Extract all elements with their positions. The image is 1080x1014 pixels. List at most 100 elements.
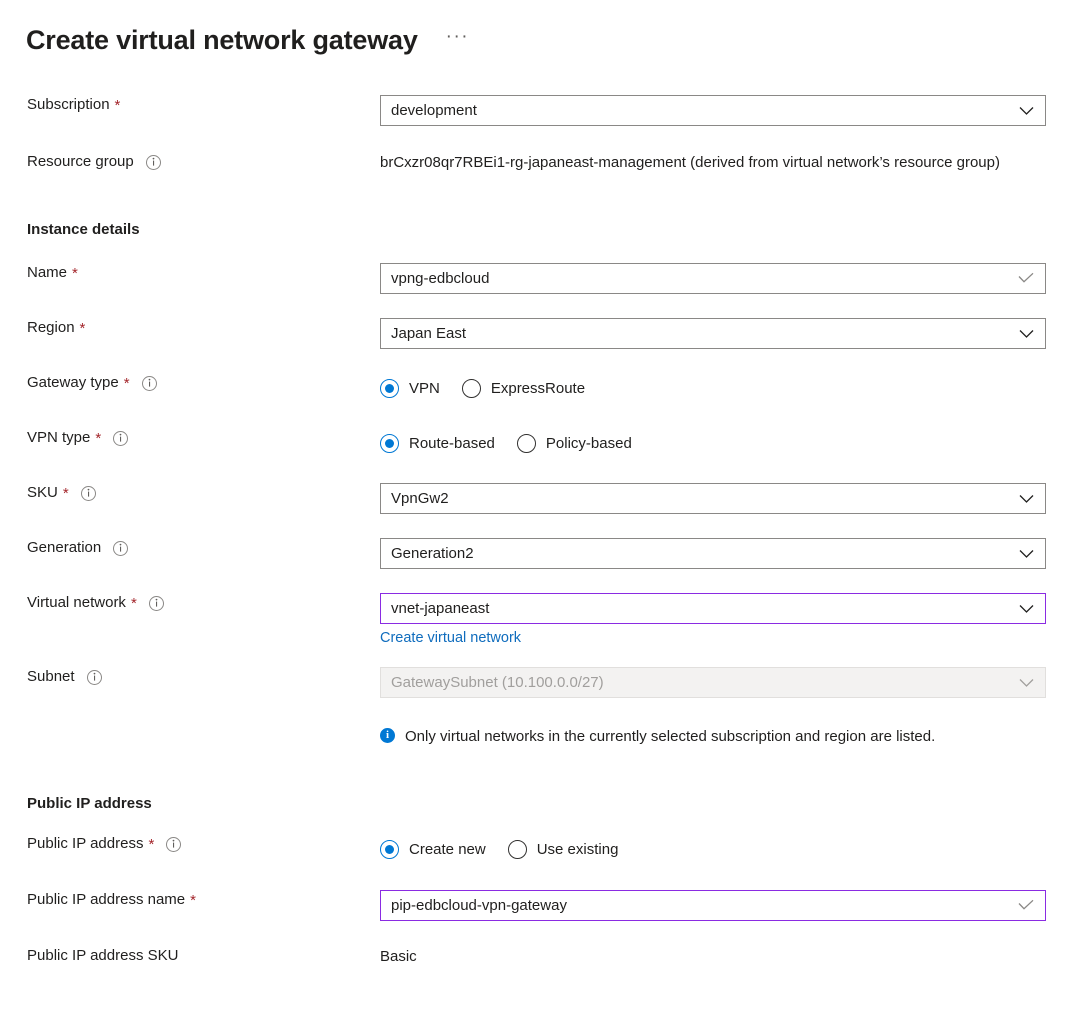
chevron-down-icon xyxy=(1019,102,1034,119)
row-vpn-type: VPN type * Route-based Policy-based xyxy=(0,428,1080,459)
label-gateway-type: Gateway type * xyxy=(0,373,380,393)
row-public-ip-address: Public IP address * Create new Use exist… xyxy=(0,834,1080,865)
public-ip-sku-value: Basic xyxy=(380,948,417,965)
region-value: Japan East xyxy=(391,325,467,342)
info-icon[interactable] xyxy=(141,375,157,391)
row-gateway-type: Gateway type * VPN ExpressRoute xyxy=(0,373,1080,404)
generation-dropdown[interactable]: Generation2 xyxy=(380,538,1046,569)
radio-dot xyxy=(461,379,481,398)
vpn-type-radio-group: Route-based Policy-based xyxy=(380,428,1080,459)
resource-group-value: brCxzr08qr7RBEi1-rg-japaneast-management… xyxy=(380,154,1000,171)
generation-value: Generation2 xyxy=(391,545,474,562)
label-public-ip-address: Public IP address * xyxy=(0,834,380,854)
label-name: Name * xyxy=(0,263,380,283)
sku-value: VpnGw2 xyxy=(391,490,449,507)
info-filled-icon: i xyxy=(380,728,395,743)
required-asterisk: * xyxy=(62,484,69,502)
radio-gateway-type-vpn[interactable]: VPN xyxy=(380,379,440,398)
row-region: Region * Japan East xyxy=(0,318,1080,349)
info-icon[interactable] xyxy=(166,836,182,852)
info-icon[interactable] xyxy=(113,540,129,556)
instance-details-heading: Instance details xyxy=(27,221,140,238)
radio-label: Create new xyxy=(409,841,486,858)
label-generation: Generation xyxy=(0,538,380,558)
radio-label: Policy-based xyxy=(545,435,632,452)
info-banner: i Only virtual networks in the currently… xyxy=(380,725,1020,748)
required-asterisk: * xyxy=(123,374,130,392)
radio-label: VPN xyxy=(409,380,440,397)
row-subnet-note: i Only virtual networks in the currently… xyxy=(0,725,1080,748)
row-virtual-network: Virtual network * vnet-japaneast Create … xyxy=(0,593,1080,647)
info-icon[interactable] xyxy=(145,154,161,170)
checkmark-icon xyxy=(1018,897,1034,914)
radio-label: Route-based xyxy=(409,435,495,452)
name-label: Name xyxy=(27,264,68,281)
row-generation: Generation Generation2 xyxy=(0,538,1080,569)
page-header: Create virtual network gateway ··· xyxy=(0,0,1080,66)
public-ip-address-heading: Public IP address xyxy=(27,795,152,812)
row-subnet: Subnet GatewaySubnet (10.100.0.0/27) xyxy=(0,667,1080,698)
chevron-down-icon xyxy=(1019,600,1034,617)
label-vpn-type: VPN type * xyxy=(0,428,380,448)
resource-group-label: Resource group xyxy=(27,153,134,170)
public-ip-name-input[interactable]: pip-edbcloud-vpn-gateway xyxy=(380,890,1046,921)
radio-gateway-type-expressroute[interactable]: ExpressRoute xyxy=(461,379,586,398)
chevron-down-icon xyxy=(1019,325,1034,342)
public-ip-name-value: pip-edbcloud-vpn-gateway xyxy=(391,897,567,914)
checkmark-icon xyxy=(1018,270,1034,287)
region-label: Region xyxy=(27,319,75,336)
label-virtual-network: Virtual network * xyxy=(0,593,380,613)
info-icon[interactable] xyxy=(86,669,102,685)
gateway-type-label: Gateway type xyxy=(27,374,119,391)
generation-label: Generation xyxy=(27,539,102,556)
label-resource-group: Resource group xyxy=(0,152,380,172)
name-input[interactable]: vpng-edbcloud xyxy=(380,263,1046,294)
required-asterisk: * xyxy=(114,96,121,114)
radio-public-ip-use-existing[interactable]: Use existing xyxy=(507,840,618,859)
region-dropdown[interactable]: Japan East xyxy=(380,318,1046,349)
subnet-label: Subnet xyxy=(27,668,75,685)
chevron-down-icon xyxy=(1019,545,1034,562)
row-subscription: Subscription * development xyxy=(0,95,1080,126)
radio-dot xyxy=(507,840,527,859)
public-ip-address-radio-group: Create new Use existing xyxy=(380,834,1080,865)
more-options-icon[interactable]: ··· xyxy=(445,26,470,47)
info-icon[interactable] xyxy=(113,430,129,446)
radio-vpn-type-policy-based[interactable]: Policy-based xyxy=(516,434,632,453)
info-icon[interactable] xyxy=(148,595,164,611)
name-value: vpng-edbcloud xyxy=(391,270,490,287)
subscription-value: development xyxy=(391,102,477,119)
label-region: Region * xyxy=(0,318,380,338)
create-virtual-network-link[interactable]: Create virtual network xyxy=(380,630,522,646)
virtual-network-dropdown[interactable]: vnet-japaneast xyxy=(380,593,1046,624)
chevron-down-icon xyxy=(1019,490,1034,507)
virtual-network-label: Virtual network xyxy=(27,594,126,611)
page-title: Create virtual network gateway xyxy=(26,25,418,55)
radio-label: ExpressRoute xyxy=(490,380,586,397)
label-public-ip-name: Public IP address name * xyxy=(0,890,380,910)
subscription-dropdown[interactable]: development xyxy=(380,95,1046,126)
subnet-value: GatewaySubnet (10.100.0.0/27) xyxy=(391,674,604,691)
radio-public-ip-create-new[interactable]: Create new xyxy=(380,840,486,859)
required-asterisk: * xyxy=(79,319,86,337)
label-sku: SKU * xyxy=(0,483,380,503)
vpn-type-label: VPN type xyxy=(27,429,91,446)
label-subscription: Subscription * xyxy=(0,95,380,115)
row-public-ip-sku: Public IP address SKU Basic xyxy=(0,946,1080,968)
radio-dot-selected xyxy=(380,840,399,859)
row-resource-group: Resource group brCxzr08qr7RBEi1-rg-japan… xyxy=(0,152,1080,174)
radio-dot-selected xyxy=(380,434,399,453)
sku-label: SKU xyxy=(27,484,58,501)
radio-dot xyxy=(516,434,536,453)
public-ip-sku-label: Public IP address SKU xyxy=(27,947,179,964)
required-asterisk: * xyxy=(130,594,137,612)
required-asterisk: * xyxy=(72,264,78,282)
required-asterisk: * xyxy=(148,835,155,853)
row-sku: SKU * VpnGw2 xyxy=(0,483,1080,514)
radio-vpn-type-route-based[interactable]: Route-based xyxy=(380,434,495,453)
public-ip-address-label: Public IP address xyxy=(27,835,144,852)
create-gateway-form: Subscription * development Resource grou… xyxy=(0,95,1080,968)
sku-dropdown[interactable]: VpnGw2 xyxy=(380,483,1046,514)
required-asterisk: * xyxy=(95,429,102,447)
info-icon[interactable] xyxy=(80,485,96,501)
